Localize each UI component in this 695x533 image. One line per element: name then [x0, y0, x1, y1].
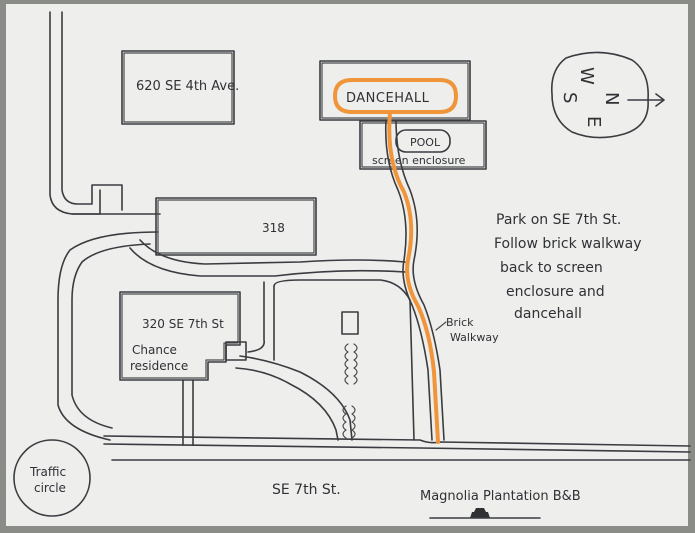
- dancehall-building: DANCEHALL: [319, 60, 471, 121]
- screen-enclosure-outline: [359, 120, 487, 170]
- inner-road-upper-b: [139, 239, 406, 265]
- pool-label: POOL: [410, 136, 441, 149]
- screen-enclosure-label: screen enclosure: [372, 154, 466, 167]
- compass-south: S: [559, 92, 580, 103]
- directions-line-1: Park on SE 7th St.: [496, 212, 621, 228]
- road-lines: [49, 11, 691, 461]
- left-driveway-inner: [61, 11, 123, 211]
- directions-line-2: Follow brick walkway: [494, 236, 642, 252]
- north-arrow: [627, 93, 665, 107]
- directions-line-3: back to screen: [500, 260, 603, 276]
- building-318-label: 318: [262, 221, 285, 235]
- small-structures: [341, 311, 359, 439]
- screen-enclosure-outline-2: [361, 122, 485, 168]
- residence-320-name-1: Chance: [132, 343, 177, 357]
- screen-enclosure: POOL screen enclosure: [359, 120, 487, 170]
- directions-note: Park on SE 7th St. Follow brick walkway …: [494, 212, 642, 322]
- building-318-outline-2: [157, 199, 315, 254]
- magnolia-landmark: Magnolia Plantation B&B: [420, 489, 581, 519]
- dancehall-label: DANCEHALL: [346, 91, 430, 106]
- walkway-leader: [435, 321, 447, 331]
- residence-320-name-2: residence: [130, 359, 188, 373]
- compass-outline: [550, 51, 649, 139]
- house-620-outline: [121, 50, 235, 125]
- shrub-row-upper: [344, 343, 358, 385]
- walkway-edge-left: [384, 119, 433, 441]
- residence-320: 320 SE 7th St Chance residence: [119, 291, 247, 381]
- house-620: 620 SE 4th Ave.: [121, 50, 239, 125]
- traffic-circle-outline: [13, 439, 91, 517]
- lower-drive-b: [235, 367, 339, 441]
- walkway-edge-right: [395, 119, 445, 441]
- lower-drive-a: [239, 355, 353, 441]
- brick-walkway: Brick Walkway: [384, 110, 499, 444]
- compass-rose-icon: W N S E: [550, 51, 665, 139]
- dancehall-outline: [319, 60, 471, 121]
- building-318: 318: [155, 197, 317, 256]
- shrub-row-lower: [342, 405, 356, 439]
- compass-east: E: [583, 116, 604, 127]
- house-620-outline-2: [123, 52, 233, 123]
- residence-320-outline-2: [121, 293, 239, 379]
- traffic-circle: Traffic circle: [13, 439, 91, 517]
- walkway-label-2: Walkway: [450, 331, 499, 344]
- inner-loop-left: [247, 281, 265, 353]
- traffic-circle-label-2: circle: [34, 481, 66, 495]
- directions-line-4: enclosure and: [506, 284, 605, 300]
- building-318-outline: [155, 197, 317, 256]
- residence-320-address: 320 SE 7th St: [142, 317, 224, 331]
- house-marker-icon: [429, 508, 541, 519]
- house-620-label: 620 SE 4th Ave.: [136, 79, 239, 94]
- pool-outline: [395, 129, 451, 153]
- residence-320-outline: [119, 291, 241, 381]
- compass-north: N: [601, 92, 622, 105]
- walkway-route-highlight: [387, 110, 440, 444]
- shed-box: [341, 311, 359, 335]
- landmark-label: Magnolia Plantation B&B: [420, 489, 581, 504]
- left-loop-inner: [71, 243, 151, 429]
- walkway-label-1: Brick: [446, 316, 474, 329]
- dancehall-outline-2: [321, 62, 469, 119]
- compass-west: W: [576, 67, 597, 85]
- dancehall-highlight: [332, 78, 459, 114]
- inner-road-upper-a: [129, 247, 406, 277]
- inner-loop-left-b: [273, 279, 415, 441]
- traffic-circle-label-1: Traffic: [29, 465, 66, 479]
- street-label-se-7th: SE 7th St.: [272, 482, 341, 498]
- street-top-edge-2: [103, 443, 691, 453]
- directions-line-5: dancehall: [514, 306, 582, 322]
- residence-porch: [225, 341, 247, 361]
- left-loop-outer: [57, 231, 159, 441]
